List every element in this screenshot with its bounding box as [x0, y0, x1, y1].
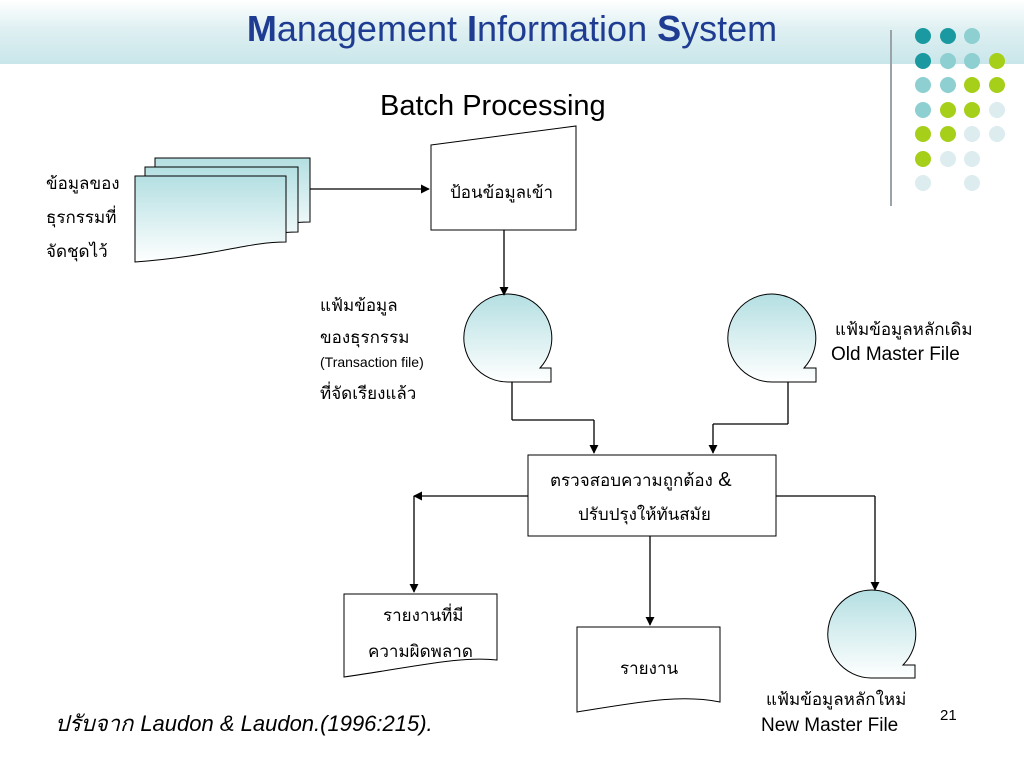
new-master-file-shape [827, 589, 917, 679]
batched-transactions-line3: จัดชุดไว้ [46, 242, 108, 262]
process-line1: ตรวจสอบความถูกต้อง & [550, 469, 732, 491]
transaction-file-line3: (Transaction file) [320, 354, 424, 370]
process-box [527, 454, 777, 537]
decor-dot [964, 175, 980, 191]
input-shape [430, 125, 577, 231]
decor-dot [915, 150, 931, 167]
input-label: ป้อนข้อมูลเข้า [450, 183, 554, 203]
transaction-file-shape [463, 293, 553, 383]
decor-dot [988, 126, 1005, 142]
decor-dot [939, 126, 956, 142]
page-number: 21 [940, 707, 957, 724]
decor-dot [964, 101, 980, 118]
old-master-eng: Old Master File [831, 344, 960, 365]
decor-dot [939, 77, 956, 93]
decor-dot [939, 28, 956, 44]
decor-dot [915, 175, 931, 191]
new-master-thai: แฟ้มข้อมูลหลักใหม่ [766, 690, 907, 710]
title-band [0, 0, 1024, 64]
diagram-subtitle: Batch Processing [380, 90, 606, 122]
decor-dot [964, 52, 980, 69]
decor-dot [915, 126, 931, 142]
decor-dot [915, 52, 931, 69]
decor-dot [964, 28, 980, 44]
citation: ปรับจาก Laudon & Laudon.(1996:215). [55, 711, 433, 737]
transaction-file-line4: ที่จัดเรียงแล้ว [320, 384, 417, 404]
decor-dot [915, 101, 931, 118]
decor-dot [964, 77, 980, 93]
error-report-line1: รายงานที่มี [383, 606, 464, 626]
decor-divider [890, 30, 892, 206]
process-line2: ปรับปรุงให้ทันสมัย [578, 505, 711, 525]
flow-arrows [310, 184, 880, 626]
report-shape [576, 626, 721, 713]
decor-dot [964, 150, 980, 167]
decor-dot [939, 150, 956, 167]
decor-dot [964, 126, 980, 142]
old-master-file-shape [727, 293, 817, 383]
decor-dot [939, 52, 956, 69]
batched-transactions-line1: ข้อมูลของ [46, 174, 120, 194]
transaction-file-line2: ของธุรกรรม [320, 328, 410, 348]
batched-documents-stack [134, 157, 311, 263]
decor-dot [988, 52, 1005, 69]
batched-transactions-line2: ธุรกรรมที่ [46, 208, 117, 228]
old-master-thai: แฟ้มข้อมูลหลักเดิม [835, 320, 973, 340]
new-master-eng: New Master File [761, 715, 899, 736]
report-label: รายงาน [620, 659, 679, 679]
error-report-shape [343, 593, 498, 678]
decor-dot [915, 28, 931, 44]
error-report-line2: ความผิดพลาด [368, 642, 473, 662]
decor-dot [915, 77, 931, 93]
decor-dot [988, 101, 1005, 118]
slide-title: Management Information System [246, 8, 778, 49]
transaction-file-line1: แฟ้มข้อมูล [320, 296, 398, 316]
decor-dot [988, 77, 1005, 93]
decor-dot [939, 101, 956, 118]
